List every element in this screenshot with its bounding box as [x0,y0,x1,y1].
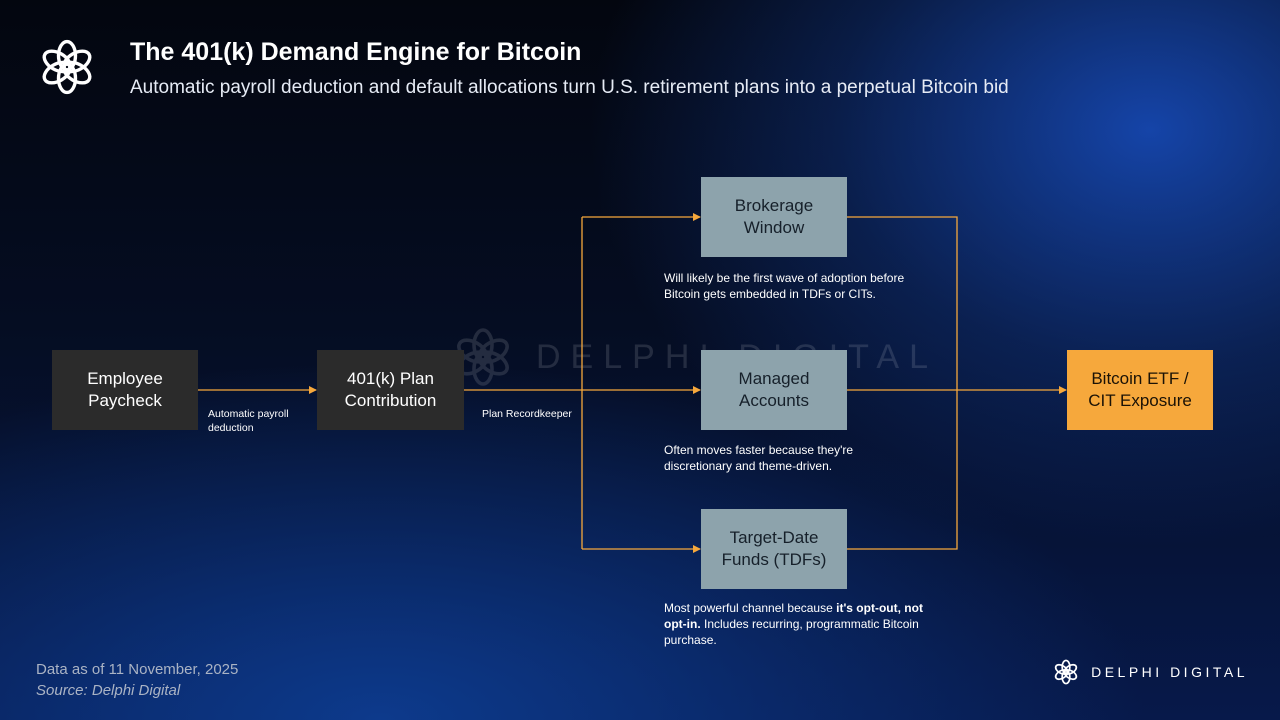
footer-brand-text: DELPHI DIGITAL [1091,664,1248,680]
page-title: The 401(k) Demand Engine for Bitcoin [130,38,582,66]
node-brokerage-line2: Window [743,218,805,237]
node-plan-line2: Contribution [344,391,437,410]
edge-label-payroll-line2: deduction [208,422,254,434]
node-tdf-line1: Target-Date [729,528,819,547]
watermark: DELPHI DIGITAL [448,322,938,392]
edge-label-payroll-line1: Automatic payroll [208,408,289,420]
footer-brand: DELPHI DIGITAL [1051,657,1248,687]
delphi-logo-icon [42,39,92,95]
note-brokerage-line1: Will likely be the first wave of adoptio… [664,271,905,285]
edge-brokerage-return [847,216,958,550]
node-bitcoin-etf: Bitcoin ETF / CIT Exposure [1067,350,1213,430]
node-401k-plan: 401(k) Plan Contribution [317,350,464,430]
note-managed: Often moves faster because they're discr… [664,442,954,474]
node-employee-line2: Paycheck [88,391,162,410]
note-tdf-post: Includes recurring, programmatic Bitcoin… [664,617,919,647]
footer-date: Data as of 11 November, 2025 [36,661,239,678]
node-plan-line1: 401(k) Plan [347,369,434,388]
node-brokerage-window: Brokerage Window [701,177,847,257]
footer-source: Source: Delphi Digital [36,682,181,699]
node-etf-line2: CIT Exposure [1088,391,1192,410]
node-managed-line2: Accounts [739,391,809,410]
note-managed-line1: Often moves faster because they're [664,443,854,457]
brand-knot-icon [1054,659,1078,685]
node-employee-paycheck: Employee Paycheck [52,350,198,430]
note-tdf-pre: Most powerful channel because [664,601,837,615]
node-etf-line1: Bitcoin ETF / [1091,369,1189,388]
node-managed-accounts: Managed Accounts [701,350,847,430]
note-brokerage-line2: Bitcoin gets embedded in TDFs or CITs. [664,287,876,301]
node-brokerage-line1: Brokerage [734,196,814,215]
watermark-knot-icon [457,328,509,386]
note-brokerage: Will likely be the first wave of adoptio… [664,270,954,302]
note-tdf: Most powerful channel because it's opt-o… [664,600,944,648]
node-managed-line1: Managed [738,369,810,388]
node-target-date-funds: Target-Date Funds (TDFs) [701,509,847,589]
edge-label-recordkeeper: Plan Recordkeeper [482,408,572,420]
node-employee-line1: Employee [87,369,163,388]
page-subtitle: Automatic payroll deduction and default … [130,77,1009,98]
note-tdf-bold: it's opt-out, not opt-in. [664,601,923,631]
node-tdf-line2: Funds (TDFs) [721,550,827,569]
note-managed-line2: discretionary and theme-driven. [664,459,833,473]
edge-label-payroll: Automatic payroll deduction [208,407,289,435]
